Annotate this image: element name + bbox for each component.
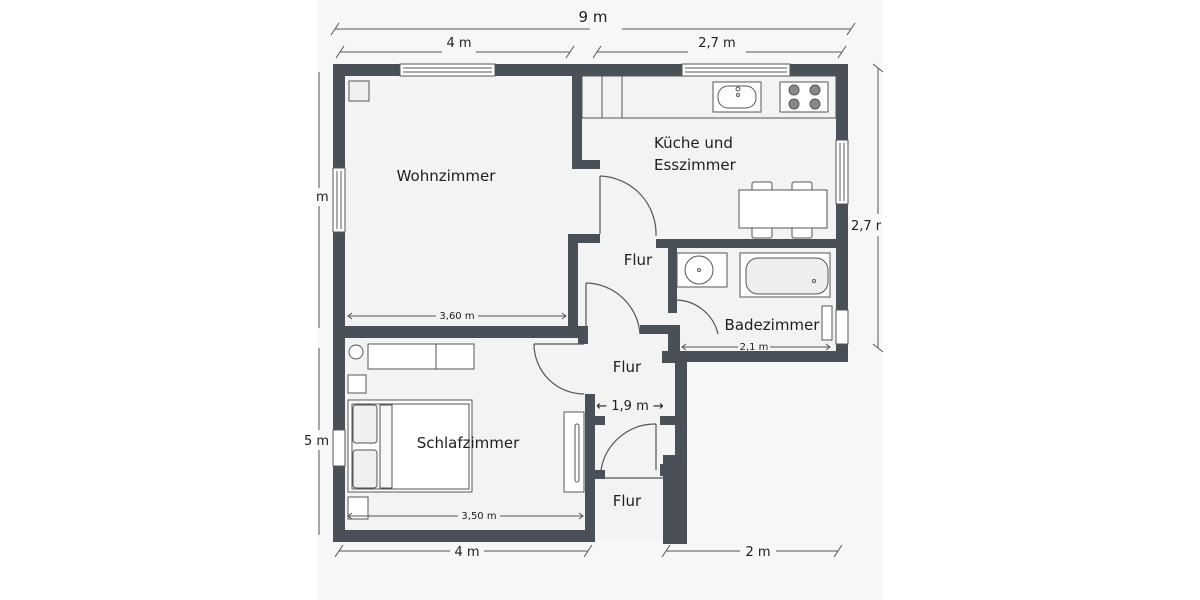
room-label-schlafzimmer: Schlafzimmer [417, 434, 520, 452]
bath-sink-icon [676, 252, 728, 288]
room-label-kueche-line2: Esszimmer [654, 156, 737, 174]
bathtub-icon [739, 252, 831, 298]
room-label-wohnzimmer: Wohnzimmer [397, 167, 497, 185]
room-label-flur-upper: Flur [624, 251, 653, 269]
dim-left-lower: 5 m [304, 434, 329, 449]
dim-left-upper: m [316, 190, 329, 205]
bed-icon [347, 399, 473, 493]
dim-top-right: 2,7 m [698, 36, 735, 51]
room-label-flur-lower: Flur [613, 492, 642, 510]
doors [533, 175, 719, 479]
stove-icon [779, 81, 829, 113]
dim-right: 2,7 r [851, 219, 882, 234]
dining-table-icon [738, 181, 828, 239]
dim-total-width: 9 m [579, 8, 608, 26]
dim-wohnzimmer-inner: 3,60 m [439, 311, 474, 322]
dim-bad-inner: 2,1 m [740, 342, 769, 353]
furniture [347, 75, 837, 520]
room-label-badezimmer: Badezimmer [725, 316, 821, 334]
room-label-flur-middle: Flur [613, 358, 642, 376]
dimension-lines [318, 22, 884, 558]
dim-schlafzimmer-inner: 3,50 m [461, 511, 496, 522]
dim-flur-width: ← 1,9 m → [596, 399, 664, 414]
dim-top-left: 4 m [446, 36, 471, 51]
dim-bottom-right: 2 m [745, 545, 770, 560]
kitchen-sink-icon [712, 81, 762, 113]
dim-bottom-left: 4 m [454, 545, 479, 560]
room-label-kueche-line1: Küche und [654, 134, 733, 152]
